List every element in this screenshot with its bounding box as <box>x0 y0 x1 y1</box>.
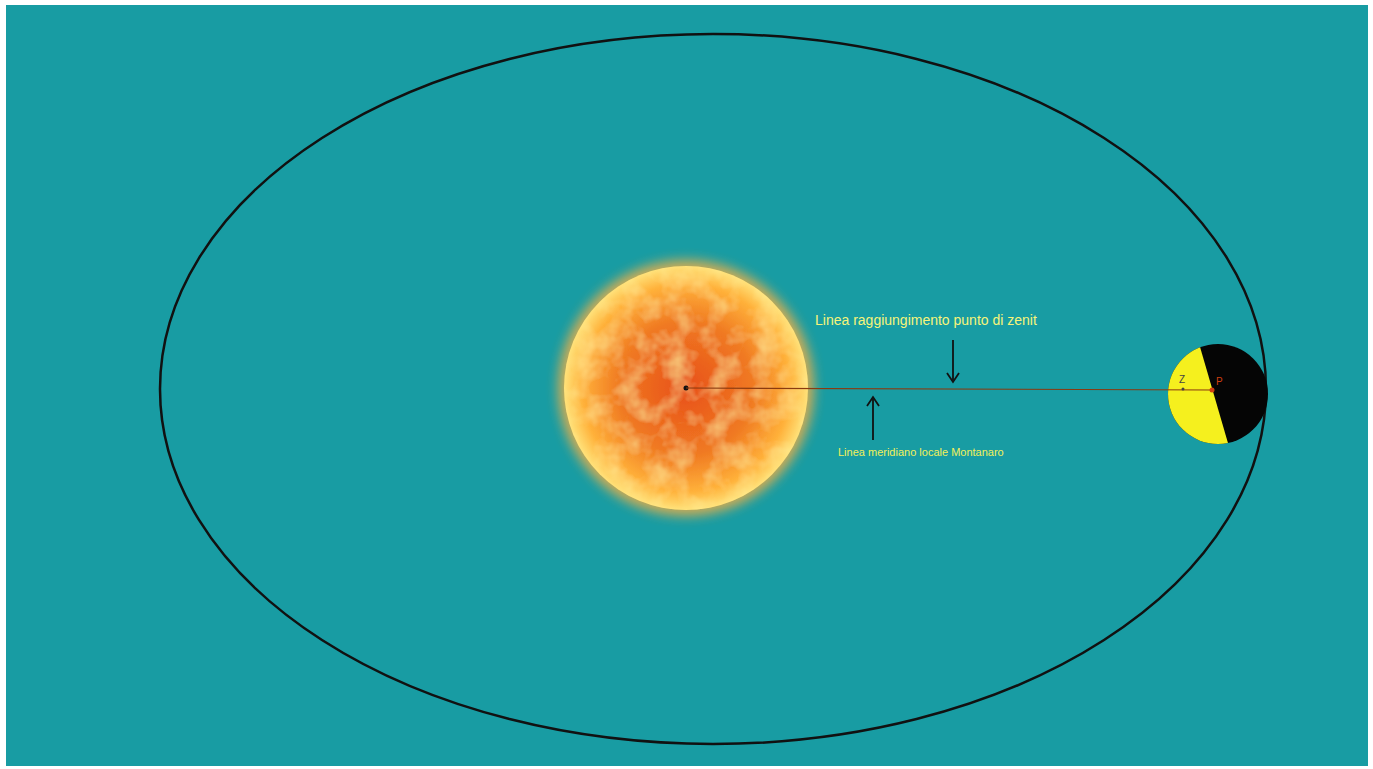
line-label: Linea meridiano locale Montanaro <box>838 446 1004 458</box>
background <box>6 5 1368 766</box>
point-z <box>1182 388 1185 391</box>
earth <box>1160 340 1280 450</box>
leader-line <box>952 340 954 380</box>
meridian-line <box>686 388 1212 390</box>
point-label: P <box>1216 376 1223 387</box>
arrow-head <box>947 373 959 382</box>
orbit-ellipse <box>160 34 1266 744</box>
point-p <box>1210 388 1215 393</box>
line-label: Linea raggiungimento punto di zenit <box>815 313 1037 328</box>
earth-night <box>1160 340 1280 450</box>
leader-line <box>872 399 874 440</box>
earth-day <box>1160 340 1230 450</box>
point-label: Z <box>1179 374 1185 385</box>
leader-arrows <box>867 340 959 440</box>
arrow-head <box>867 397 879 406</box>
